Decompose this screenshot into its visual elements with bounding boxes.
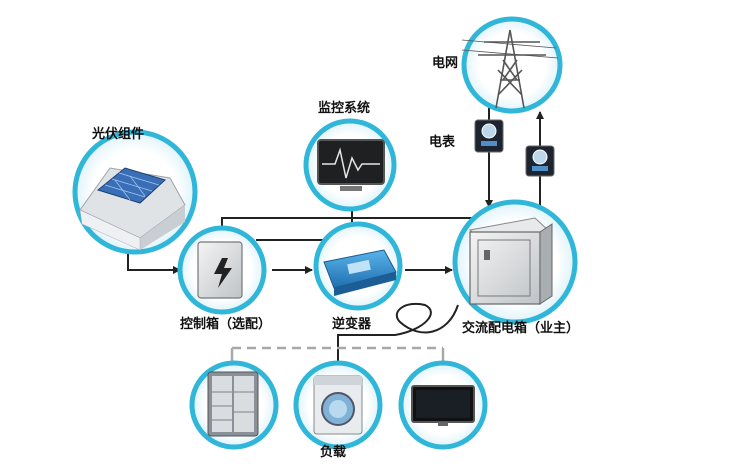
house-solar-icon (72, 129, 198, 255)
monitor-icon (303, 118, 397, 212)
pv-label: 光伏组件 (91, 126, 144, 142)
meter-icon (525, 145, 555, 177)
load-label: 负载 (320, 444, 346, 460)
ac-box-label: 交流配电箱（业主） (462, 320, 579, 336)
grid-label: 电网 (432, 55, 458, 71)
meter-icon (474, 119, 504, 153)
inverter-icon (313, 221, 403, 311)
monitor-label: 监控系统 (318, 100, 370, 116)
tv-icon (398, 360, 488, 450)
controller-box-icon (177, 225, 267, 315)
washing-machine-icon (293, 360, 383, 450)
meter-label: 电表 (429, 134, 456, 150)
inverter-label: 逆变器 (332, 316, 372, 332)
distribution-box-icon (452, 199, 578, 325)
controller-label: 控制箱（选配） (180, 316, 271, 332)
power-tower-icon (461, 16, 563, 114)
fridge-icon (189, 360, 279, 450)
